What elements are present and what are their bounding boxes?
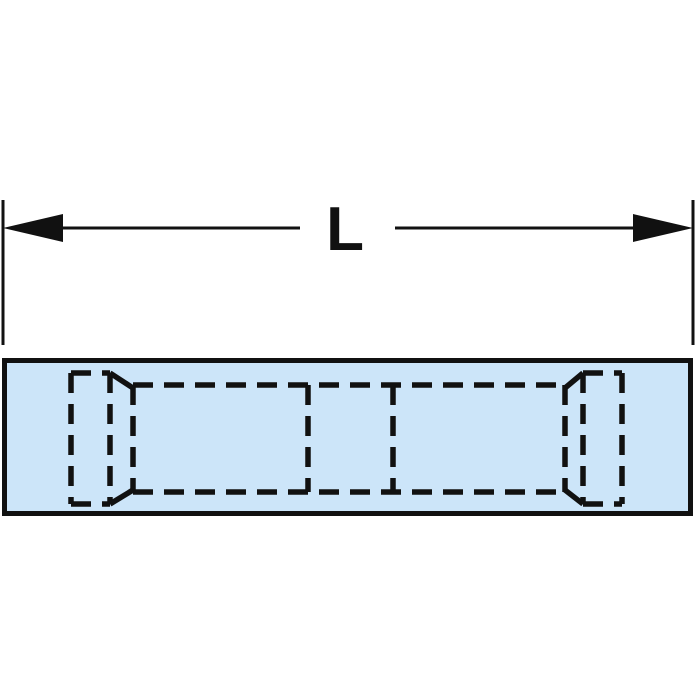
hidden-line-right-flare-taper-bottom <box>563 487 585 507</box>
connector-body-outline <box>2 358 693 516</box>
dimension-arrowhead-left <box>3 214 63 242</box>
hidden-line-left-flare-taper-bottom <box>108 487 135 507</box>
dimension-group: L <box>1 195 695 345</box>
dimension-label-length: L <box>326 195 364 264</box>
hidden-detail-group <box>68 370 625 507</box>
hidden-line-left-flare-taper-top <box>108 370 135 391</box>
hidden-line-right-flare-taper-top <box>563 370 585 391</box>
dimension-arrowhead-right <box>633 214 693 242</box>
connector-body-group <box>2 358 693 516</box>
